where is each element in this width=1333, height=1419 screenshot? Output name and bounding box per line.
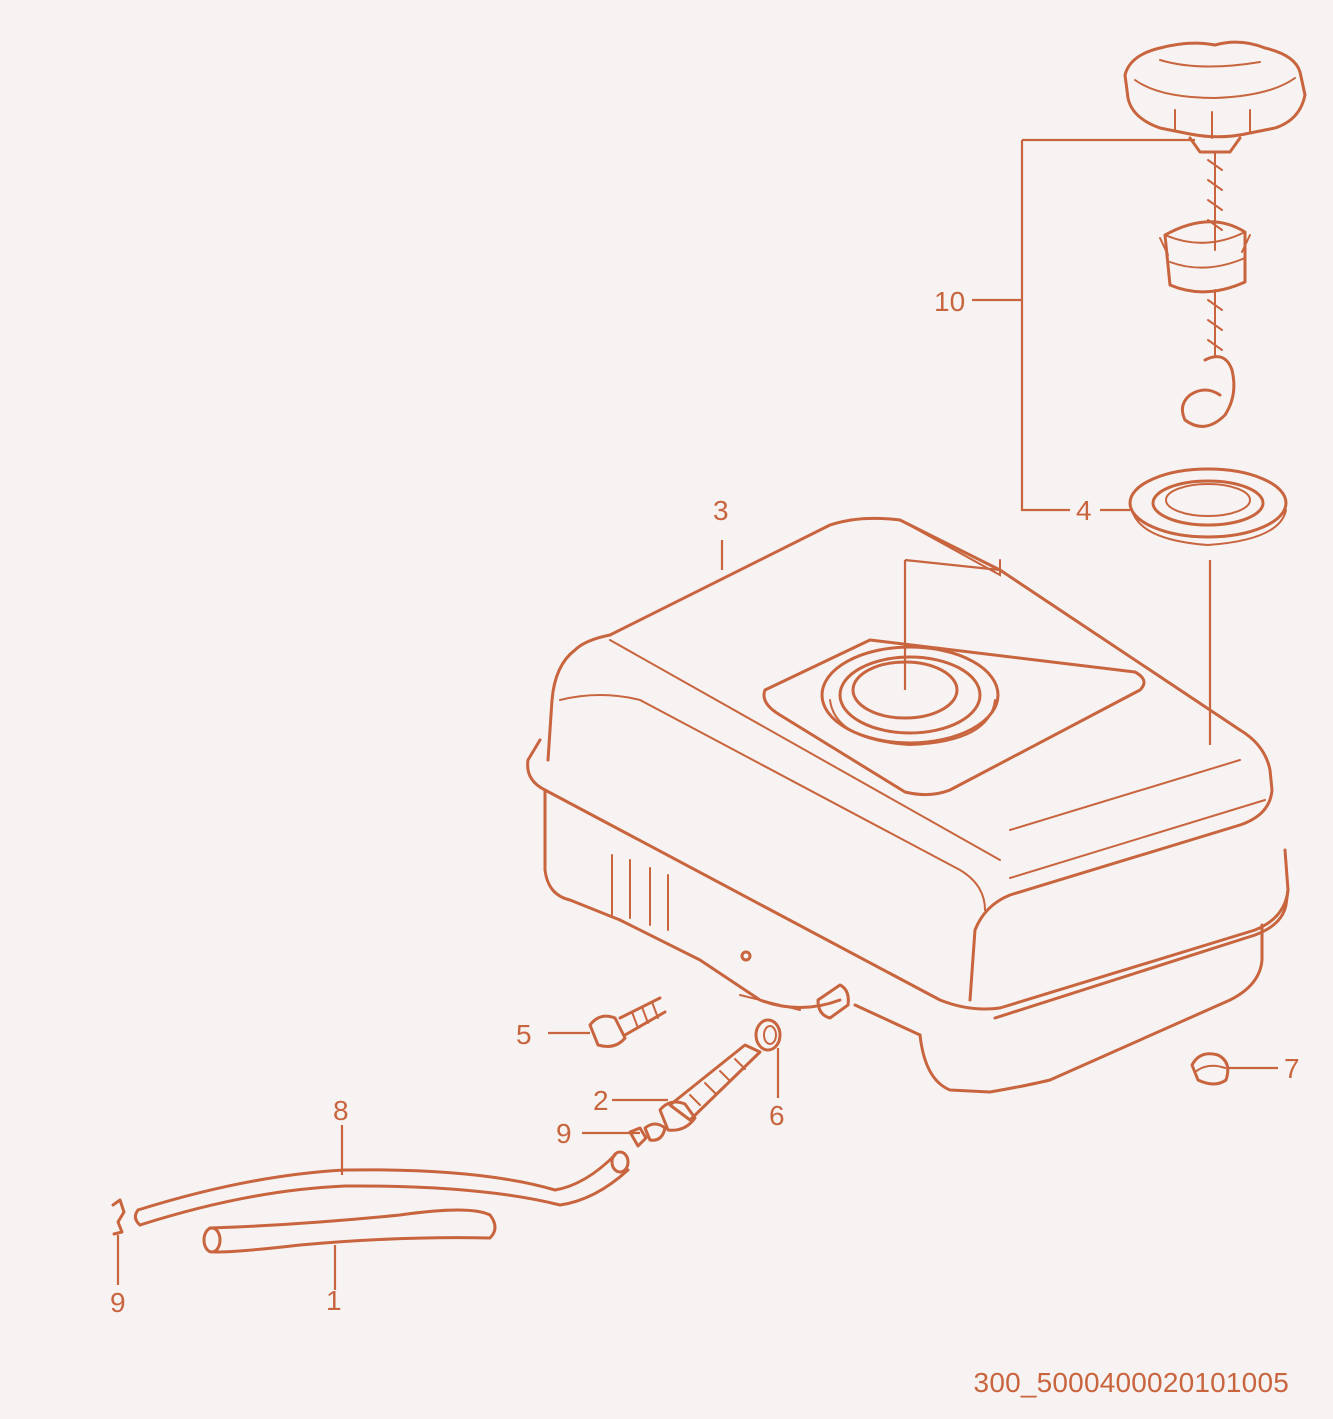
o-ring — [754, 1018, 782, 1052]
callout-1: 1 — [326, 1285, 342, 1316]
callout-labels: 3 10 4 5 2 9 6 7 8 1 9 — [110, 286, 1300, 1318]
drawing-code: 300_5000400020101005 — [973, 1367, 1289, 1398]
fuel-cock — [643, 1043, 762, 1142]
callout-2: 2 — [593, 1085, 609, 1116]
hose-clips — [111, 1126, 648, 1236]
fuel-hose — [133, 1150, 630, 1227]
callout-3: 3 — [713, 495, 729, 526]
leader-lines — [116, 138, 1278, 1290]
callout-9-cock: 9 — [556, 1118, 572, 1149]
drain-cap — [1190, 1052, 1230, 1086]
callout-9-hose: 9 — [110, 1287, 126, 1318]
vent-tube — [202, 1208, 497, 1254]
callout-8: 8 — [333, 1095, 349, 1126]
filler-cap-assembly — [1123, 40, 1307, 428]
callout-6: 6 — [769, 1100, 785, 1131]
callout-7: 7 — [1284, 1053, 1300, 1084]
callout-5: 5 — [516, 1019, 532, 1050]
flange-bolt — [588, 996, 667, 1048]
callout-10: 10 — [934, 286, 965, 317]
callout-4: 4 — [1076, 495, 1092, 526]
filler-gasket — [1128, 467, 1288, 547]
